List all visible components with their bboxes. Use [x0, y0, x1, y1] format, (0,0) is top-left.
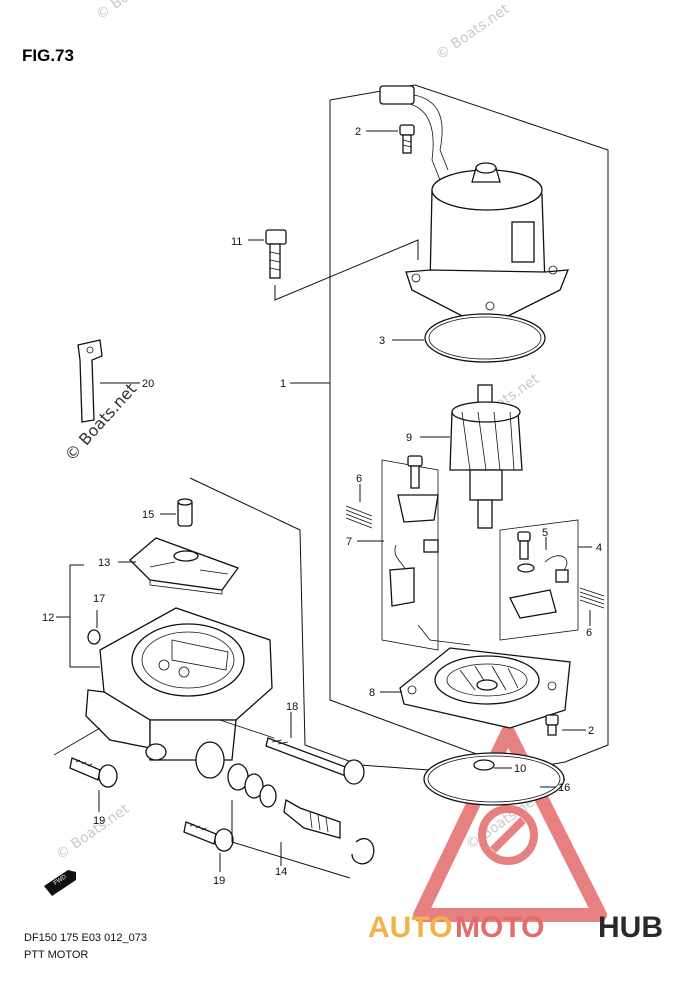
- callout-16: 16: [558, 782, 570, 794]
- watermark-left-dark: © Boats.net: [61, 379, 140, 464]
- callout-7: 7: [346, 536, 352, 548]
- callout-2-top: 2: [355, 126, 361, 138]
- callout-6-right: 6: [586, 627, 592, 639]
- brand-auto: AUTO: [368, 911, 452, 944]
- watermark-bottom-left: © Boats.net: [53, 801, 133, 863]
- callout-19-lower: 19: [213, 875, 225, 887]
- valve-14: [227, 763, 375, 865]
- callout-9: 9: [406, 432, 412, 444]
- callout-10: 10: [514, 763, 526, 775]
- brand-triangle-logo: [413, 725, 607, 922]
- watermark-top-right: © Boats.net: [433, 1, 513, 63]
- brush-holder-4: [499, 519, 579, 641]
- o-ring-16: [423, 752, 565, 806]
- callout-20: 20: [142, 378, 154, 390]
- callout-13: 13: [98, 557, 110, 569]
- o-ring-3: [424, 313, 546, 363]
- bolt-18: [265, 737, 365, 785]
- figure-title: FIG.73: [22, 46, 74, 65]
- callout-15: 15: [142, 509, 154, 521]
- watermark-top: © Boats.net: [93, 0, 173, 23]
- bolt-19-lower: [183, 821, 234, 852]
- brand-wordmark: AUTO MOTO HUB: [368, 911, 663, 944]
- brand-moto: MOTO: [455, 911, 544, 944]
- callout-4: 4: [596, 542, 602, 554]
- footer-code: DF150 175 E03 012_073: [24, 932, 147, 944]
- callout-3: 3: [379, 335, 385, 347]
- screw-2-top: [399, 124, 415, 154]
- callout-18: 18: [286, 701, 298, 713]
- armature-9: [449, 384, 523, 529]
- ring-17: [87, 629, 101, 645]
- bolt-19-upper: [69, 757, 118, 788]
- spring-6-left: [345, 505, 373, 529]
- motor-housing: [379, 85, 569, 321]
- callout-5: 5: [542, 527, 548, 539]
- callout-11: 11: [231, 236, 242, 248]
- end-plate-8: [399, 647, 571, 729]
- seal-10: [473, 759, 495, 771]
- assembly-frame-outline: [329, 84, 609, 771]
- callout-14: 14: [275, 866, 287, 878]
- callout-12: 12: [42, 612, 54, 624]
- pin-15: [177, 498, 193, 527]
- brand-hub: HUB: [598, 911, 663, 944]
- plate-13: [129, 537, 240, 595]
- bolt-11: [265, 229, 287, 279]
- pump-body: [85, 607, 273, 779]
- callout-6-left: 6: [356, 473, 362, 485]
- callout-labels: 2 11 3 20 1 9 6 15 7 5 4 13 17 12 6 8 18…: [42, 126, 602, 887]
- screw-2-bottom: [545, 714, 559, 736]
- callout-19-upper: 19: [93, 815, 105, 827]
- footer-name: PTT MOTOR: [24, 949, 88, 961]
- bracket-20: [77, 339, 103, 423]
- callout-17: 17: [93, 593, 105, 605]
- callout-2-bottom: 2: [588, 725, 594, 737]
- spring-6-right: [579, 587, 605, 609]
- callout-8: 8: [369, 687, 375, 699]
- callout-1: 1: [280, 378, 286, 390]
- forward-arrow-icon: FWD: [44, 870, 76, 896]
- brush-holder-7: [381, 455, 439, 651]
